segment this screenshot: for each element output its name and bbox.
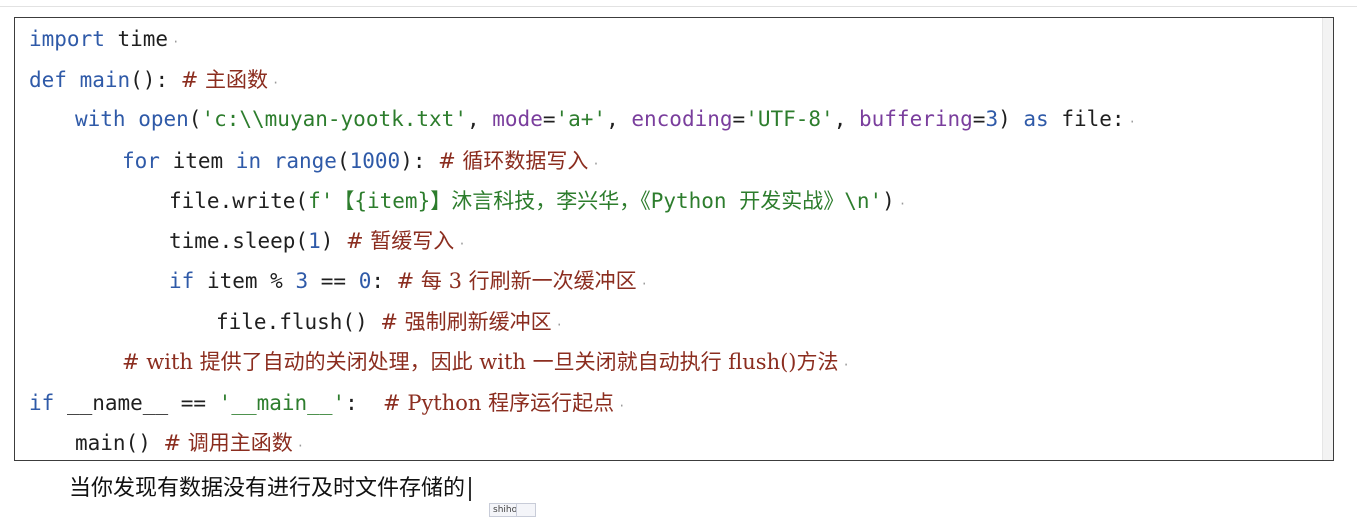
string-literal: 'UTF-8' [745, 107, 834, 131]
text-cursor [469, 477, 472, 501]
comment: # 每 3 行刷新一次缓冲区 [396, 269, 637, 293]
fstring-literal: f'【{item}】沐言科技，李兴华，《Python 开发实战》\n' [308, 189, 883, 213]
keyword-with: with [75, 107, 126, 131]
code-text: : [371, 269, 397, 293]
pilcrow-icon: · [1128, 115, 1136, 129]
builtin-range: range [261, 149, 337, 173]
pilcrow-icon: · [640, 277, 648, 291]
keyword-def: def [29, 68, 67, 92]
code-text: ) [882, 189, 895, 213]
code-line-3: with open('c:\\muyan-yootk.txt', mode='a… [75, 104, 1136, 134]
code-line-10: if __name__ == '__main__': # Python 程序运行… [29, 388, 625, 418]
comment: # with 提供了自动的关闭处理，因此 with 一旦关闭就自动执行 flus… [122, 350, 839, 374]
keyword-if: if [29, 391, 55, 415]
pilcrow-icon: · [458, 237, 466, 251]
code-text: file: [1048, 107, 1125, 131]
code-line-6: time.sleep(1) # 暂缓写入· [169, 226, 466, 256]
pilcrow-icon: · [898, 197, 907, 211]
ime-candidate-box[interactable] [516, 503, 536, 517]
punct: ( [336, 149, 350, 173]
string-literal: 'c:\\muyan-yootk.txt' [201, 107, 467, 131]
code-line-2: def main(): # 主函数· [29, 65, 279, 95]
function-name: main [66, 68, 131, 92]
code-text: file.write( [169, 189, 309, 213]
code-text: (): [130, 68, 181, 92]
pilcrow-icon: · [555, 318, 563, 332]
punct: ) [998, 107, 1024, 131]
keyword-for: for [122, 149, 160, 173]
punct: = [542, 107, 556, 131]
kwarg-buffering: buffering [859, 107, 973, 131]
builtin-open: open [125, 107, 189, 131]
punct: = [972, 107, 986, 131]
punct: , [833, 107, 859, 131]
comment: # 调用主函数 [163, 431, 293, 455]
pilcrow-icon: · [618, 399, 626, 413]
code-text: == [308, 269, 359, 293]
punct: = [732, 107, 746, 131]
code-text: item % [194, 269, 296, 293]
code-text: item [159, 149, 236, 173]
ruler-line [0, 6, 1357, 7]
keyword-as: as [1023, 107, 1049, 131]
pilcrow-icon: · [172, 35, 180, 49]
keyword-import: import [29, 27, 105, 51]
code-line-4: for item in range(1000): # 循环数据写入· [122, 146, 600, 176]
code-line-5: file.write(f'【{item}】沐言科技，李兴华，《Python 开发… [169, 186, 906, 216]
code-text: time [104, 27, 169, 51]
pilcrow-icon: · [272, 76, 280, 90]
pilcrow-icon: · [296, 439, 305, 453]
number-literal: 0 [358, 269, 372, 293]
comment: # Python 程序运行起点 [383, 391, 615, 415]
code-scrollbar[interactable] [1322, 18, 1333, 460]
code-text: ) [320, 229, 347, 253]
pilcrow-icon: · [842, 358, 850, 372]
punct: ( [188, 107, 202, 131]
code-line-11: main() # 调用主函数· [75, 428, 304, 458]
code-text: __name__ == [54, 391, 219, 415]
number-literal: 1000 [349, 149, 401, 173]
code-text: time.sleep( [169, 229, 309, 253]
punct: ): [400, 149, 439, 173]
comment: # 强制刷新缓冲区 [380, 310, 552, 334]
comment: # 循环数据写入 [438, 149, 589, 173]
punct: , [606, 107, 632, 131]
string-literal: '__main__' [218, 391, 346, 415]
pilcrow-icon: · [592, 157, 600, 171]
number-literal: 1 [308, 229, 321, 253]
number-literal: 3 [295, 269, 309, 293]
kwarg-encoding: encoding [631, 107, 733, 131]
keyword-in: in [235, 149, 262, 173]
comment: # 暂缓写入 [346, 229, 455, 253]
keyword-if: if [169, 269, 195, 293]
string-literal: 'a+' [555, 107, 607, 131]
code-line-1: import time· [29, 24, 179, 54]
code-text: : [345, 391, 384, 415]
punct: , [466, 107, 493, 131]
document-text-line[interactable]: 当你发现有数据没有进行及时文件存储的 [69, 470, 472, 502]
code-text: file.flush() [216, 310, 381, 334]
code-line-7: if item % 3 == 0: # 每 3 行刷新一次缓冲区· [169, 266, 648, 296]
kwarg-mode: mode [492, 107, 543, 131]
number-literal: 3 [985, 107, 999, 131]
code-line-8: file.flush() # 强制刷新缓冲区· [216, 307, 563, 337]
subtitle-text: 当你发现有数据没有进行及时文件存储的 [69, 476, 466, 501]
code-line-9: # with 提供了自动的关闭处理，因此 with 一旦关闭就自动执行 flus… [122, 347, 850, 377]
comment: # 主函数 [180, 68, 269, 92]
code-text: main() [75, 431, 164, 455]
code-block[interactable]: import time· def main(): # 主函数· with ope… [14, 17, 1334, 461]
